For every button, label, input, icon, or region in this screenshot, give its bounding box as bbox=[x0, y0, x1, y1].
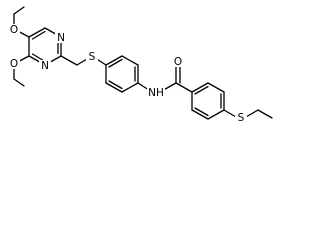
atom-s-thioether: S bbox=[89, 51, 96, 63]
methylene-thio-linker bbox=[60, 55, 107, 66]
atom-o-methoxy-top: O bbox=[10, 24, 18, 36]
central-benzene-ring bbox=[105, 55, 139, 93]
atom-n-ring-top: N bbox=[57, 32, 65, 44]
terminal-benzene-ring bbox=[191, 82, 225, 120]
structure-diagram: O O N N S O NH S bbox=[8, 6, 273, 124]
atom-s-ethylthio: S bbox=[238, 112, 245, 124]
atom-o-methoxy-bottom: O bbox=[10, 58, 18, 70]
molecule-drawing: O O N N S O NH S bbox=[0, 0, 276, 134]
atom-o-carbonyl: O bbox=[174, 56, 182, 68]
ethylthio-group bbox=[223, 109, 273, 119]
atom-n-ring-bottom: N bbox=[41, 60, 49, 72]
atom-labels: O O N N S O NH S bbox=[8, 24, 247, 124]
atom-nh-amide: NH bbox=[148, 87, 164, 99]
